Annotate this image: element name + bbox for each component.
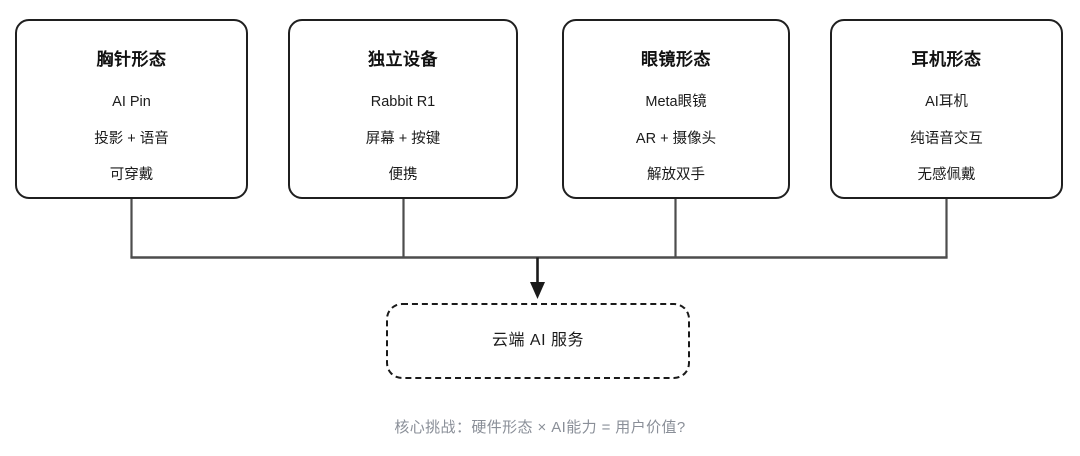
cloud-service-node[interactable]: 云端 AI 服务 xyxy=(386,303,690,379)
device-card-benefit: 便携 xyxy=(388,167,418,183)
device-card-title: 胸针形态 xyxy=(96,50,167,69)
device-card-earphone[interactable]: 耳机形态 AI耳机 纯语音交互 无感佩戴 xyxy=(830,19,1063,199)
device-card-title: 耳机形态 xyxy=(911,50,982,69)
cloud-service-label: 云端 AI 服务 xyxy=(491,332,584,349)
device-card-product: Meta眼镜 xyxy=(645,94,707,110)
device-card-features: 投影 + 语音 xyxy=(94,130,169,147)
device-card-benefit: 解放双手 xyxy=(647,167,705,183)
device-card-features: AR + 摄像头 xyxy=(635,130,717,147)
device-card-title: 眼镜形态 xyxy=(641,50,711,69)
diagram-caption: 核心挑战：硬件形态 × AI能力 = 用户价值? xyxy=(394,419,686,436)
device-card-benefit: 可穿戴 xyxy=(109,167,154,183)
device-card-pin[interactable]: 胸针形态 AI Pin 投影 + 语音 可穿戴 xyxy=(15,19,248,199)
device-card-features: 屏幕 + 按键 xyxy=(365,130,441,147)
device-card-glasses[interactable]: 眼镜形态 Meta眼镜 AR + 摄像头 解放双手 xyxy=(562,19,790,199)
device-card-product: AI耳机 xyxy=(925,94,968,110)
connector-arrow-head xyxy=(530,282,545,299)
device-card-benefit: 无感佩戴 xyxy=(917,167,976,183)
device-card-features: 纯语音交互 xyxy=(910,130,983,147)
device-card-standalone[interactable]: 独立设备 Rabbit R1 屏幕 + 按键 便携 xyxy=(288,19,518,199)
device-card-title: 独立设备 xyxy=(368,50,438,69)
device-card-product: AI Pin xyxy=(112,94,151,110)
device-card-product: Rabbit R1 xyxy=(370,94,436,110)
